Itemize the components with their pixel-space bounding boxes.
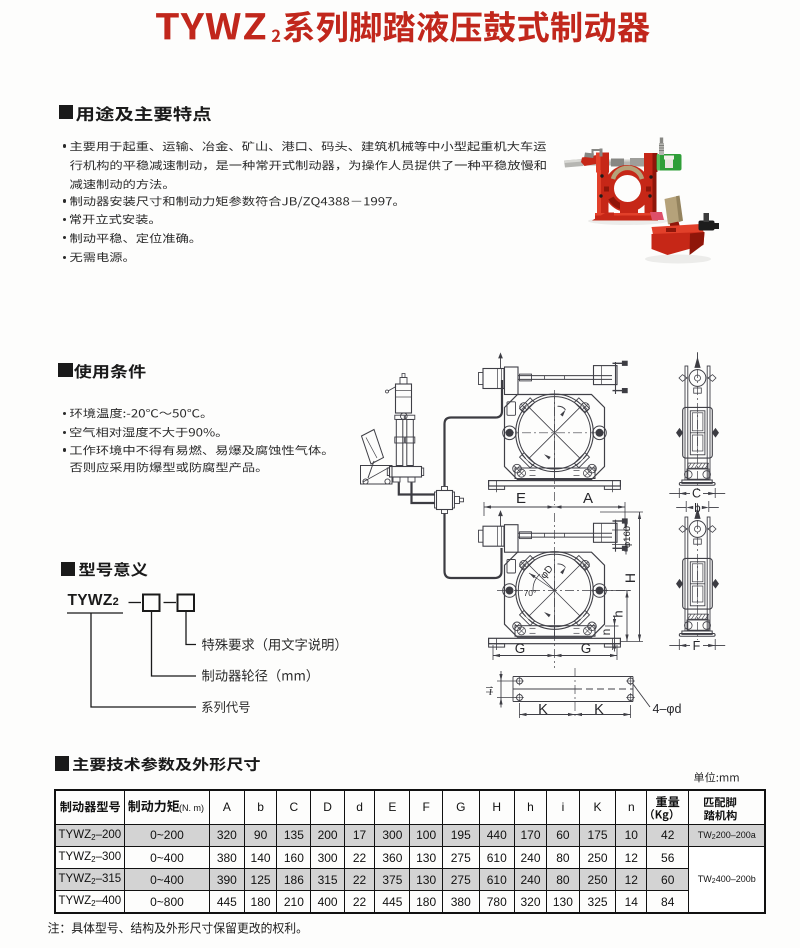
svg-text:A: A	[583, 490, 593, 507]
svg-text:H: H	[622, 573, 638, 583]
svg-text:G: G	[581, 641, 592, 656]
svg-text:φD: φD	[538, 564, 555, 582]
svg-text:C: C	[692, 487, 701, 501]
svg-text:i: i	[489, 684, 493, 698]
svg-text:4–φd: 4–φd	[653, 702, 682, 716]
svg-text:K: K	[594, 702, 604, 718]
svg-text:b: b	[694, 503, 700, 515]
svg-text:n: n	[599, 629, 613, 636]
svg-text:E: E	[516, 490, 526, 507]
svg-text:K: K	[538, 702, 548, 718]
svg-text:h: h	[611, 610, 626, 617]
svg-text:70°: 70°	[524, 588, 537, 598]
svg-text:φ160: φ160	[622, 526, 633, 548]
svg-text:G: G	[515, 641, 526, 656]
svg-text:F: F	[693, 639, 701, 653]
